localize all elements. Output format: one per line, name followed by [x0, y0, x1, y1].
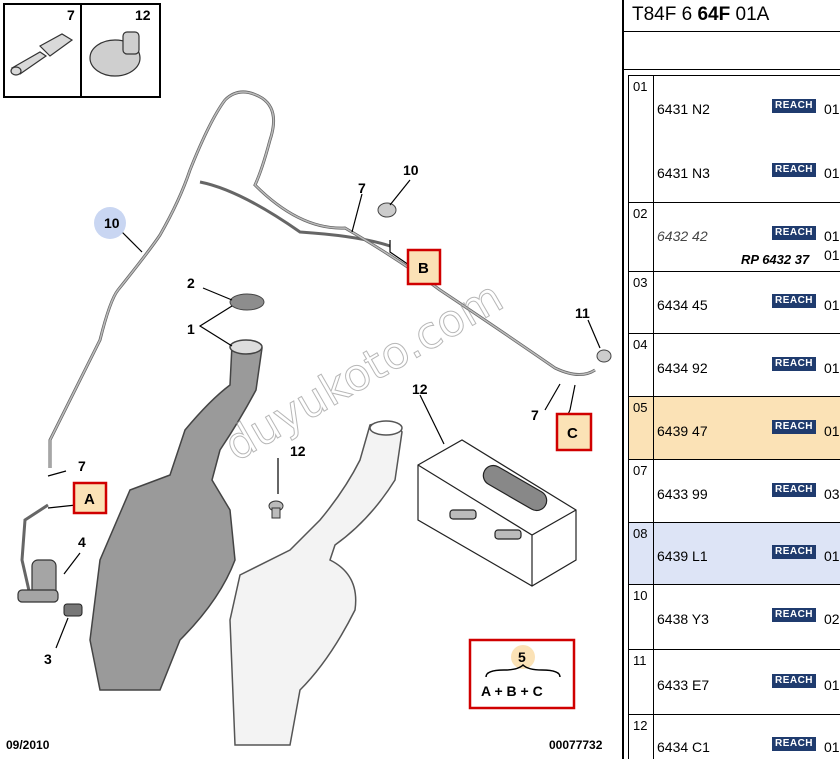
parts-list-panel: T84F 6 64F 01A 01 6431 N2 REACH 01 6431 … — [622, 0, 840, 759]
kit-formula: A + B + C — [481, 683, 543, 699]
callout-8-highlight — [94, 207, 126, 239]
reach-badge: REACH — [772, 545, 816, 559]
part-qty: 01 — [824, 677, 840, 693]
part-ref: 6438 Y3 — [657, 611, 709, 627]
plug-icon — [89, 31, 141, 77]
callout-11: 12 — [412, 381, 428, 397]
reach-badge: REACH — [772, 737, 816, 751]
callout-2: 2 — [187, 275, 195, 291]
check-valve-right — [596, 349, 612, 363]
reach-badge: REACH — [772, 608, 816, 622]
part-qty: 01 — [824, 165, 840, 181]
callout-4: 4 — [78, 534, 86, 550]
part-qty: 01 — [824, 360, 840, 376]
part-qty: 01 — [824, 297, 840, 313]
reach-badge: REACH — [772, 674, 816, 688]
reach-badge: REACH — [772, 357, 816, 371]
part-qty: 01 — [824, 423, 840, 439]
part-ref: 6432 42 — [657, 228, 708, 244]
reservoir-outline — [229, 420, 403, 746]
part-qty: 01 — [824, 228, 840, 244]
callout-7-top: 7 — [358, 180, 366, 196]
inset-label-12: 12 — [135, 7, 151, 23]
drawing-number: 00077732 — [549, 738, 603, 752]
part-ref: 6434 92 — [657, 360, 708, 376]
part-ref: 6434 C1 — [657, 739, 710, 755]
part-row-01[interactable]: 01 6431 N2 REACH 01 6431 N3 REACH 01 — [628, 75, 840, 203]
part-ref: 6439 47 — [657, 423, 708, 439]
check-valve-top — [377, 202, 397, 218]
reach-badge: REACH — [772, 163, 816, 177]
part-qty: 01 — [824, 739, 840, 755]
callout-8: 10 — [104, 215, 120, 231]
part-ref: 6431 N2 — [657, 101, 710, 117]
callout-12: 12 — [290, 443, 306, 459]
part-row-05[interactable]: 05 6439 47 REACH 01 — [628, 396, 840, 460]
reach-badge: REACH — [772, 420, 816, 434]
part-qty: 01 — [824, 548, 840, 564]
plug-12 — [268, 500, 284, 519]
page-code: T84F 6 64F 01A — [632, 4, 770, 25]
callout-1: 1 — [187, 321, 195, 337]
part-row-02[interactable]: 02 6432 42 REACH 01 RP 6432 37 01 — [628, 202, 840, 272]
label-a-box — [72, 481, 108, 515]
label-a: A — [84, 491, 95, 508]
reach-badge: REACH — [772, 483, 816, 497]
connector-icon — [10, 33, 74, 76]
part-ref: 6439 L1 — [657, 548, 708, 564]
washer-pump — [17, 559, 59, 603]
part-row-04[interactable]: 04 6434 92 REACH 01 — [628, 333, 840, 397]
reach-badge: REACH — [772, 226, 816, 240]
washer-reservoir — [89, 339, 263, 691]
label-c-box — [555, 412, 593, 452]
part-row-12[interactable]: 12 6434 C1 REACH 01 — [628, 714, 840, 759]
part-ref: 6433 E7 — [657, 677, 710, 693]
part-row-03[interactable]: 03 6434 45 REACH 01 — [628, 271, 840, 334]
part-row-08[interactable]: 08 6439 L1 REACH 01 — [628, 522, 840, 585]
part-row-07[interactable]: 07 6433 99 REACH 03 — [628, 459, 840, 523]
callout-7-right: 7 — [531, 407, 539, 423]
hose-lines — [20, 90, 596, 596]
callout-10-right: 11 — [575, 305, 590, 321]
leader-lines — [47, 179, 601, 649]
reservoir-cap — [229, 293, 265, 311]
part-ref: 6433 99 — [657, 486, 708, 502]
callout-3: 3 — [44, 651, 52, 667]
part-row-11[interactable]: 11 6433 E7 REACH 01 — [628, 649, 840, 715]
callout-7-left: 7 — [78, 458, 86, 474]
label-b-box — [406, 248, 442, 286]
callout-10-top: 10 — [403, 162, 419, 178]
reach-badge: REACH — [772, 99, 816, 113]
part-qty: 03 — [824, 486, 840, 502]
inset-label-7: 7 — [67, 7, 75, 23]
reach-badge: REACH — [772, 294, 816, 308]
kit-5-box: 5 A + B + C — [468, 638, 576, 710]
part-qty: 02 — [824, 611, 840, 627]
part-ref: 6431 N3 — [657, 165, 710, 181]
hose-kit-box — [417, 439, 577, 587]
part-ref: 6434 45 — [657, 297, 708, 313]
part-qty: 01 — [824, 101, 840, 117]
exploded-parts-diagram: 7 12 — [3, 3, 612, 752]
replacement-ref: RP 6432 37 — [741, 252, 810, 267]
part-row-10[interactable]: 10 6438 Y3 REACH 02 — [628, 584, 840, 650]
replacement-qty: 01 — [824, 247, 840, 263]
grommet — [63, 603, 83, 617]
diagram-date: 09/2010 — [6, 738, 50, 752]
label-b: B — [418, 260, 429, 277]
label-c: C — [567, 425, 578, 442]
kit-number: 5 — [518, 649, 526, 665]
